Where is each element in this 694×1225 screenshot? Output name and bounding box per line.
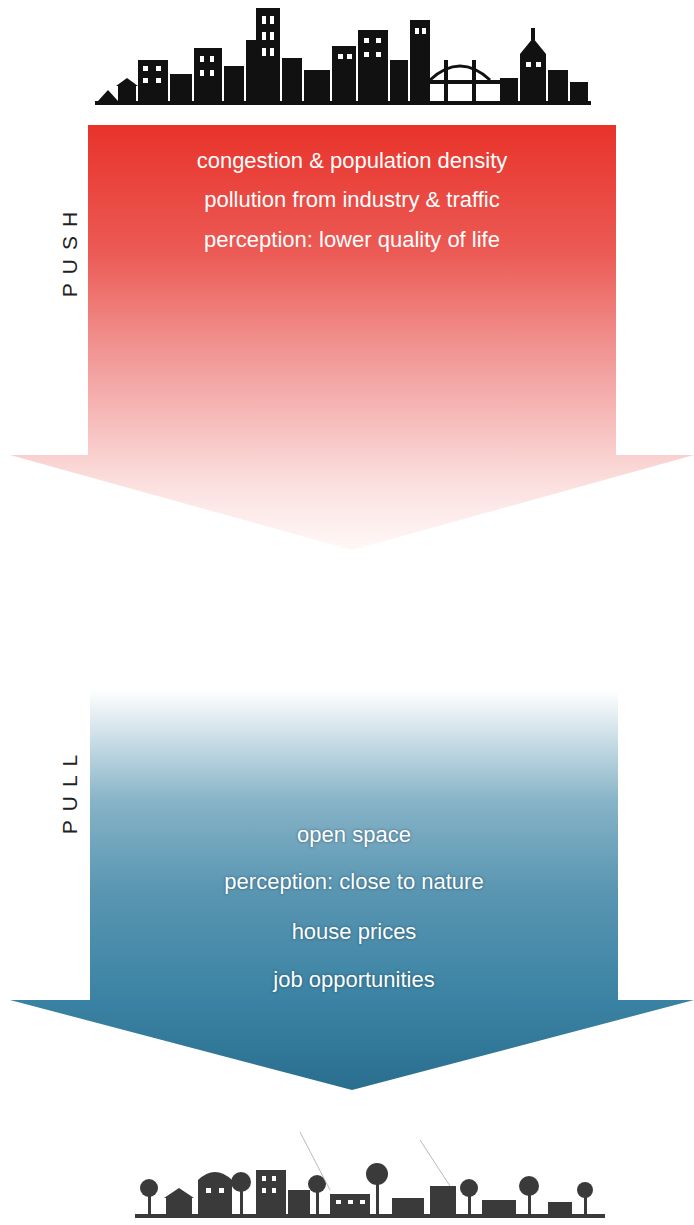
factor-text: open space [90, 821, 618, 849]
factor-text: perception: close to nature [90, 868, 618, 896]
factor-text: pollution from industry & traffic [88, 186, 616, 214]
factor-text: house prices [90, 918, 618, 946]
push-arrow: congestion & population density pollution… [10, 125, 694, 550]
factor-text: perception: lower quality of life [88, 226, 616, 254]
side-label: PUSH [57, 170, 83, 330]
suburb-skyline [0, 1130, 694, 1225]
side-label: PULL [57, 710, 83, 870]
pull-arrow: open space perception: close to nature hou… [10, 690, 694, 1090]
city-skyline [0, 0, 694, 112]
factor-text: congestion & population density [88, 147, 616, 175]
factor-text: job opportunities [90, 966, 618, 994]
